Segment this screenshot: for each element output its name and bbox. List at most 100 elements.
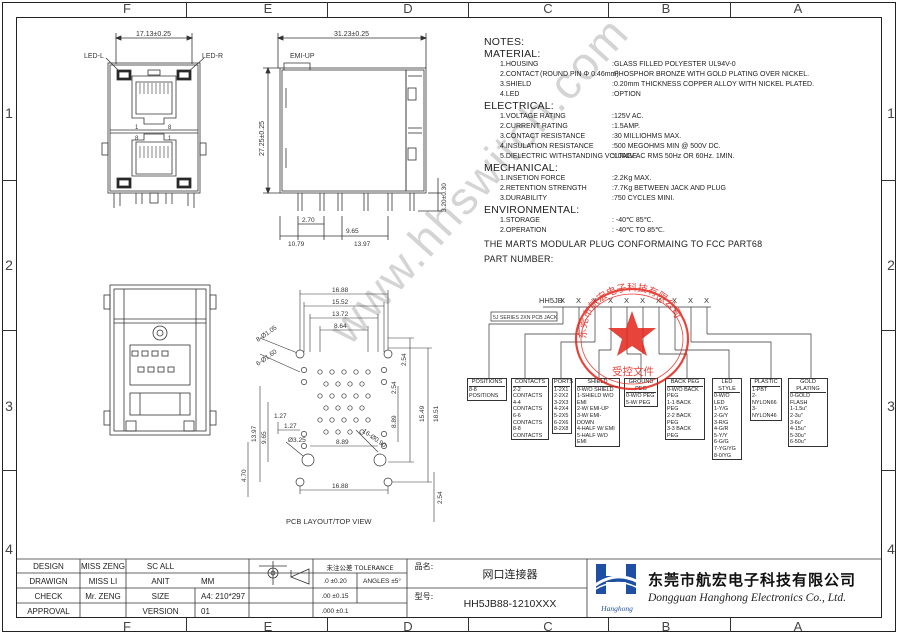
- pcb-dim-13-72: 13.72: [332, 311, 349, 318]
- electrical-row: 2.CURRENT RATING:1.5AMP.: [500, 123, 640, 130]
- logo-text: Hanghong: [601, 604, 633, 613]
- zone-row-4-right: 4: [887, 541, 895, 557]
- side-dim-a: 2.70: [302, 217, 315, 224]
- notes-title: NOTES:: [484, 36, 525, 48]
- material-row: 4.LED:OPTION: [500, 91, 641, 98]
- pin-number-bottom-right: 1: [168, 136, 172, 142]
- pcb-dim-9-65: 9.65: [261, 431, 268, 444]
- electrical-row: 1.VOLTAGE RATING:125V AC.: [500, 113, 644, 120]
- pcb-dim-8-89-right: 8.89: [391, 415, 398, 428]
- zone-row-1-left: 1: [5, 105, 13, 121]
- side-dim-c: 9.65: [346, 228, 359, 235]
- zone-row-2-left: 2: [5, 257, 13, 273]
- pcb-hole-c: Ø3.25: [288, 437, 306, 444]
- part-number-header: PART NUMBER:: [484, 254, 554, 264]
- pcb-hole-b: 6-Ø1.60: [255, 348, 279, 367]
- part-slot: X: [688, 296, 693, 305]
- side-height-dim: 27.25±0.25: [259, 121, 266, 156]
- material-row: 2.CONTACT(ROUND PIN Φ 0.46mm):PHOSPHOR B…: [500, 71, 810, 78]
- zone-col-d-top: D: [403, 1, 413, 16]
- pin-number-top-left: 1: [135, 125, 139, 131]
- part-number-tree: HH5JB X X X X X X X X X X 5J SERIES 2XN …: [488, 296, 812, 378]
- zone-row-3-right: 3: [887, 398, 895, 414]
- size-label: SIZE: [151, 592, 170, 601]
- company-name-cn: 东莞市航宏电子科技有限公司: [648, 571, 857, 589]
- part-no-label: 型号:: [414, 592, 434, 601]
- zone-col-a-top: A: [793, 1, 803, 16]
- part-prefix: HH5JB: [539, 296, 563, 305]
- tolerance-header: 未注公差 TOLERANCE: [326, 563, 394, 572]
- scale-label: SC ALL: [146, 562, 175, 571]
- part-no-value: HH5JB88-1210XXX: [463, 598, 557, 610]
- check-label: CHECK: [34, 592, 63, 601]
- tolerance-one-decimal: .0 ±0.20: [323, 578, 347, 585]
- option-box-positions: POSITIONS 8-8 POSITIONS: [467, 378, 507, 401]
- electrical-row: 5.DIELECTRIC WITHSTANDING VOLTAGE:1000V …: [500, 153, 735, 160]
- pcb-dim-8-64: 8.64: [334, 323, 347, 330]
- front-view-drawing: 17.13±0.25 LED-L LED-R 1 8 8 1: [84, 31, 223, 208]
- zone-col-a-bottom: A: [793, 619, 803, 634]
- design-label: DESIGN: [33, 562, 64, 571]
- company-seal-stamp: 东莞市航宏电子科技有限公司 受控文件: [574, 283, 690, 391]
- pcb-layout-drawing: 16.88 15.52 13.72 8.64 2.54 8.89 15.49 1…: [241, 287, 444, 526]
- side-dim-b: 10.79: [288, 241, 305, 248]
- series-label: 5J SERIES 2XN PCB JACK: [493, 315, 558, 321]
- product-name-value: 网口连接器: [482, 568, 538, 581]
- pin-number-bottom-left: 8: [135, 136, 139, 142]
- material-row: 3.SHIELD:0.20mm THICKNESS COPPER ALLOY W…: [500, 81, 815, 88]
- part-slot: X: [640, 296, 645, 305]
- pcb-dim-2-54-right: 2.54: [401, 353, 408, 366]
- environmental-row: 2.OPERATION: -40℃ TO 85℃.: [500, 227, 665, 234]
- zone-col-f-top: F: [123, 1, 131, 16]
- pcb-dim-18-51: 18.51: [433, 405, 440, 422]
- part-slot: X: [624, 296, 629, 305]
- side-pin-height-dim: 3.20±0.30: [441, 183, 448, 212]
- zone-col-e-top: E: [263, 1, 273, 16]
- pcb-dim-15-52: 15.52: [332, 299, 349, 306]
- stamp-center-text: 受控文件: [612, 365, 654, 378]
- tolerance-three-decimal: .000 ±0.1: [321, 607, 349, 615]
- pcb-dim-16-88-bottom: 16.88: [332, 483, 349, 490]
- part-slot: X: [704, 296, 709, 305]
- zone-row-3-left: 3: [5, 398, 13, 414]
- zone-row-1-right: 1: [887, 105, 895, 121]
- approval-label: APPROVAL: [27, 606, 70, 616]
- product-name-label: 品名:: [414, 562, 434, 571]
- part-slot: X: [608, 296, 613, 305]
- hanghong-logo-icon: [593, 564, 639, 594]
- zone-row-4-left: 4: [5, 541, 13, 557]
- front-width-dim: 17.13±0.25: [136, 31, 171, 38]
- side-view-drawing: 31.23±0.25 EMI-UP 27.25±0.25 3.20±0.30 2…: [259, 31, 448, 248]
- inner-frame: [16, 17, 882, 618]
- pcb-dim-1-27-b: 1.27: [274, 413, 287, 420]
- side-dim-d: 13.97: [354, 241, 371, 248]
- version-value: 01: [201, 606, 210, 616]
- pcb-dim-16-88-top: 16.88: [332, 287, 349, 294]
- approval-name: [80, 604, 126, 618]
- zone-col-d-bottom: D: [403, 619, 413, 634]
- zone-col-b-bottom: B: [661, 619, 671, 634]
- tolerance-two-decimal: .00 ±0.15: [321, 593, 349, 600]
- pcb-dim-4-70: 4.70: [241, 469, 248, 482]
- check-name: Mr. ZENG: [85, 592, 121, 601]
- tolerance-angles: ANGLES ±5°: [363, 578, 401, 585]
- pin-number-top-mid: 8: [168, 125, 172, 131]
- zone-col-e-bottom: E: [263, 619, 273, 634]
- mechanical-row: 2.RETENTION STRENGTH:7.7Kg BETWEEN JACK …: [500, 185, 726, 192]
- bottom-view-drawing: [103, 284, 217, 436]
- zone-row-2-right: 2: [887, 257, 895, 273]
- mechanical-row: 1.INSETION FORCE:2.2Kg MAX.: [500, 175, 652, 182]
- pcb-dim-15-49: 15.49: [419, 405, 426, 422]
- unit-value: MM: [201, 577, 215, 586]
- environmental-header: ENVIRONMENTAL:: [484, 204, 580, 216]
- part-slot: X: [560, 296, 565, 305]
- electrical-row: 4.INSULATION RESISTANCE:500 MEGOHMS MIN …: [500, 143, 721, 150]
- mechanical-row: 3.DURABILITY:750 CYCLES MINI.: [500, 195, 675, 202]
- side-width-dim: 31.23±0.25: [334, 31, 369, 38]
